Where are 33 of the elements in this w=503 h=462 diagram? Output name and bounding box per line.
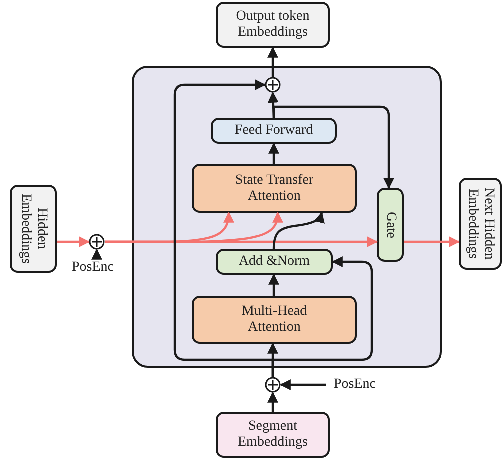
node-label: Hidden Embeddings: [18, 193, 50, 266]
node-label: Add &Norm: [238, 254, 310, 270]
arrow: [268, 46, 278, 77]
block-frame: [132, 66, 442, 368]
process-box: [192, 296, 357, 344]
arrow: [272, 106, 394, 190]
node-label: Gate: [382, 212, 398, 238]
process-box: [211, 118, 337, 144]
node-label: Segment Embeddings: [237, 419, 309, 451]
output-box: [459, 178, 502, 270]
node-label: State Transfer Attention: [234, 172, 315, 204]
arrow: [268, 142, 280, 164]
node-label: Feed Forward: [234, 123, 314, 139]
gate-box: [377, 188, 404, 262]
node-label: Multi-Head Attention: [240, 304, 308, 336]
arrow: [280, 380, 326, 390]
arrow: [92, 248, 102, 260]
node-label: PosEnc: [334, 377, 376, 393]
node-label: PosEnc: [72, 260, 114, 276]
node-label: Output token Embeddings: [235, 9, 311, 41]
arrow: [57, 236, 90, 248]
input-box: [10, 185, 57, 273]
node-label: Next Hidden Embeddings: [464, 187, 496, 262]
arrow: [272, 212, 324, 250]
arrow: [174, 80, 274, 377]
arrow: [105, 236, 378, 248]
arrow: [404, 236, 460, 248]
output-box: [216, 2, 330, 48]
process-box: [192, 164, 357, 213]
arrow: [268, 392, 278, 412]
arrow: [268, 274, 280, 296]
input-box: [216, 412, 330, 458]
process-box: [216, 249, 333, 275]
